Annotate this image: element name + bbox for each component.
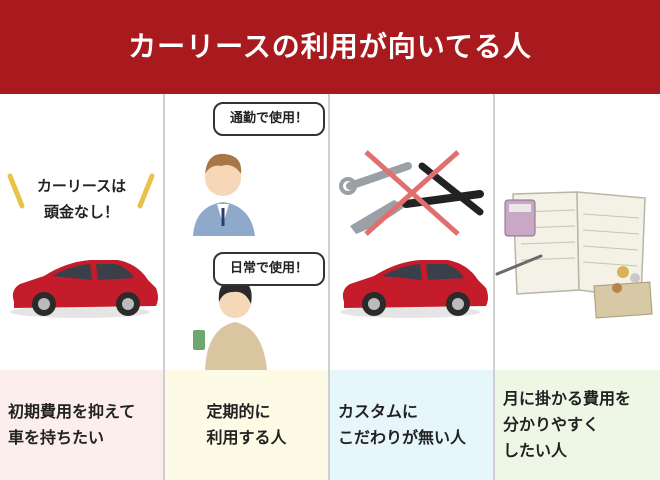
column-initial-cost: カーリースは 頭金なし！ 初期費用を抑えて 車を持ちたい <box>0 94 163 480</box>
column-art <box>495 94 660 370</box>
banknotes-icon <box>593 281 653 319</box>
label-initial-cost: 初期費用を抑えて 車を持ちたい <box>0 370 163 480</box>
speech-bubble-daily: 日常で使用！ <box>213 252 325 286</box>
panels: カーリースは 頭金なし！ 初期費用を抑えて 車を持ちたい <box>0 94 660 480</box>
calculator-icon <box>504 199 536 237</box>
column-art: カーリースは 頭金なし！ <box>0 94 163 370</box>
column-monthly-cost: 月に掛かる費用を 分かりやすく したい人 <box>495 94 660 480</box>
column-no-custom: カスタムに こだわりが無い人 <box>330 94 493 480</box>
businessman-icon <box>193 153 255 236</box>
label-no-custom: カスタムに こだわりが無い人 <box>330 370 493 480</box>
speech-bubble-commute: 通勤で使用！ <box>213 102 325 136</box>
pen-icon <box>495 254 543 276</box>
red-car-icon <box>340 260 488 318</box>
page-title: カーリースの利用が向いてる人 <box>128 30 532 63</box>
column-regular-use: 通勤で使用！ 日常で使用！ 定期的に 利用する人 <box>165 94 328 480</box>
label-regular-use: 定期的に 利用する人 <box>165 370 328 480</box>
emphasis-lines-icon <box>7 173 155 209</box>
woman-icon <box>193 280 267 370</box>
label-monthly-cost: 月に掛かる費用を 分かりやすく したい人 <box>495 370 660 480</box>
red-car-icon <box>10 260 158 318</box>
wrench-icon <box>339 162 412 195</box>
coins-icon <box>612 266 640 293</box>
cross-icon <box>364 150 460 236</box>
tagline-no-down-payment: カーリースは 頭金なし！ <box>36 177 127 221</box>
screwdriver-icon <box>418 162 484 216</box>
header-banner: カーリースの利用が向いてる人 <box>0 0 660 94</box>
column-art: 通勤で使用！ 日常で使用！ <box>165 94 328 370</box>
column-art <box>330 94 493 370</box>
